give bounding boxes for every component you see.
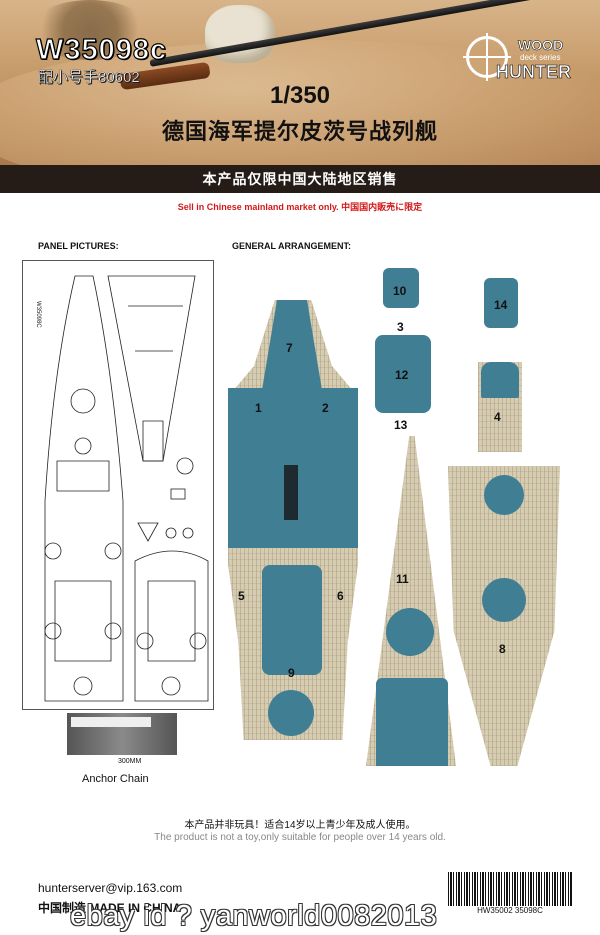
deck-part-4-top: [481, 362, 519, 398]
fret-small-part: [176, 457, 194, 475]
part-number-5: 5: [238, 589, 245, 603]
ship-title: 德国海军提尔皮茨号战列舰: [161, 119, 438, 144]
warning-en: The product is not a toy,only suitable f…: [154, 832, 446, 843]
fret-cutout: [147, 580, 196, 662]
compatible-kit-code: 配小号手80602: [38, 69, 140, 86]
brand-logo: WOOD deck series HUNTER: [463, 33, 584, 84]
deck-part-11-aft: [376, 678, 448, 766]
fret-turret-hole: [44, 542, 62, 560]
general-arrangement-title: GENERAL ARRANGEMENT:: [232, 241, 352, 251]
part-number-13: 13: [394, 418, 408, 432]
part-number-10: 10: [393, 284, 407, 298]
fret-turret-hole: [44, 622, 62, 640]
chain-length: 300MM: [118, 758, 142, 765]
deck-part-8-turret-a: [484, 475, 524, 515]
tumbleweed-image: [30, 0, 150, 60]
barcode-image: [448, 872, 572, 906]
part-number-11: 11: [396, 572, 409, 586]
fret-turret-hole: [161, 676, 181, 696]
anchor-chain-label: Anchor Chain: [82, 773, 149, 785]
part-number-12: 12: [395, 368, 409, 382]
deck-part-8-turret-b: [482, 578, 526, 622]
ruler-image: [71, 717, 151, 727]
header-banner: W35098c 配小号手80602 1/350 德国海军提尔皮茨号战列舰 WOO…: [0, 0, 600, 165]
fret-small-part: [137, 522, 159, 542]
part-number-8: 8: [499, 642, 506, 656]
region-band: 本产品仅限中国大陆地区销售: [0, 165, 600, 193]
fret-turret-hole: [70, 388, 96, 414]
warning-cn: 本产品并非玩具！适合14岁以上青少年及成人使用。: [184, 820, 416, 831]
brand-hunter: HUNTER: [496, 62, 572, 83]
deck-part-9: [262, 565, 322, 675]
photo-etch-fret: W35098C: [22, 260, 214, 710]
deck-part-10: [383, 268, 419, 308]
panel-pictures-title: PANEL PICTURES:: [38, 241, 119, 251]
scale-label: 1/350: [269, 82, 331, 109]
deck-part-12: [375, 335, 431, 413]
part-number-6: 6: [337, 589, 344, 603]
part-number-4: 4: [494, 410, 501, 424]
barcode-number: HW35002 35098C: [477, 906, 543, 915]
made-in-china: 中国制造 MADE IN CHINA: [38, 901, 182, 915]
funnel-cutout: [284, 465, 298, 520]
fret-turret-hole: [189, 632, 207, 650]
deck-part-11-turret: [386, 608, 434, 656]
deck-part-14: [484, 278, 518, 328]
fret-turret-hole: [104, 542, 122, 560]
fret-turret-hole: [104, 622, 122, 640]
anchor-chain-photo: [67, 713, 177, 755]
contact-email: hunterserver@vip.163.com: [38, 881, 183, 895]
fret-deck-left: [44, 275, 124, 702]
part-number-1: 1: [255, 401, 262, 415]
fret-line-drawing: W35098C: [35, 275, 209, 702]
fret-turret-hole: [73, 676, 93, 696]
crosshair-icon: [463, 33, 511, 81]
fret-cutout: [54, 580, 112, 662]
deck-part-9-rear: [268, 690, 314, 736]
fret-deck-right: [107, 275, 196, 462]
brand-wood: WOOD: [518, 37, 564, 54]
market-notice: Sell in Chinese mainland market only. 中国…: [177, 202, 423, 212]
fret-code-text: W35098C: [35, 301, 41, 328]
fret-small-part: [165, 527, 177, 539]
ebay-watermark: ebay id ? yanworld0082013: [70, 900, 438, 932]
fret-turret-hole: [136, 632, 154, 650]
brand-series: deck series: [520, 53, 561, 62]
part-number-9: 9: [288, 666, 295, 680]
fret-cutout: [142, 420, 164, 462]
fret-turret-hole: [74, 437, 92, 455]
part-number-7: 7: [286, 341, 293, 355]
fret-deck-rear: [134, 550, 209, 702]
fret-small-part: [182, 527, 194, 539]
fret-cutout: [56, 460, 110, 492]
fret-small-part: [170, 488, 186, 500]
part-number-3: 3: [397, 320, 404, 334]
part-number-2: 2: [322, 401, 329, 415]
product-code: W35098c: [35, 33, 168, 66]
part-number-14: 14: [494, 298, 508, 312]
